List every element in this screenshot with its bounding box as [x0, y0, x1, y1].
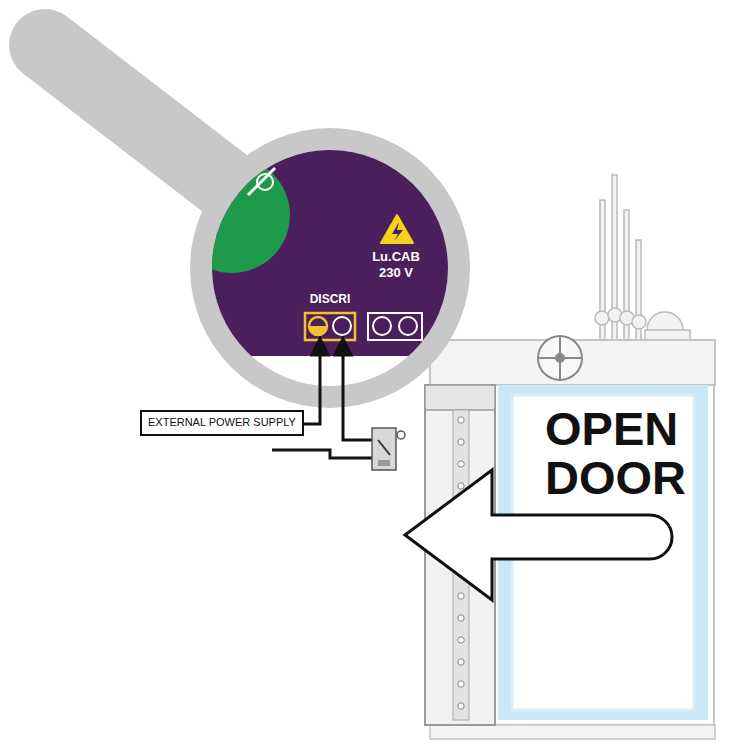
door-hole: [458, 461, 464, 467]
door-hole: [458, 681, 464, 687]
arrow-label: OPEN DOOR: [545, 404, 730, 503]
lucab-terminal: [368, 313, 422, 340]
terminal-label: DISCRI: [303, 293, 357, 306]
door-hole: [458, 439, 464, 445]
door-hole: [458, 483, 464, 489]
door-switch: [372, 428, 405, 470]
power-supply-box: EXTERNAL POWER SUPPLY: [140, 410, 304, 436]
terminal-label: Lu.CAB 230 V: [368, 249, 424, 280]
door-hole: [458, 703, 464, 709]
door-hole: [458, 417, 464, 423]
warning-symbol: [381, 215, 413, 243]
door-hole: [458, 659, 464, 665]
door-hole: [458, 615, 464, 621]
control-panel: [174, 140, 460, 356]
door-hole: [458, 637, 464, 643]
wires: [272, 346, 372, 458]
magnifier-handle: [45, 45, 240, 195]
discri-terminal: [305, 313, 355, 340]
node-text: EXTERNAL POWER SUPPLY: [148, 416, 296, 430]
elevator-machinery: [595, 175, 690, 348]
door-hole: [458, 593, 464, 599]
